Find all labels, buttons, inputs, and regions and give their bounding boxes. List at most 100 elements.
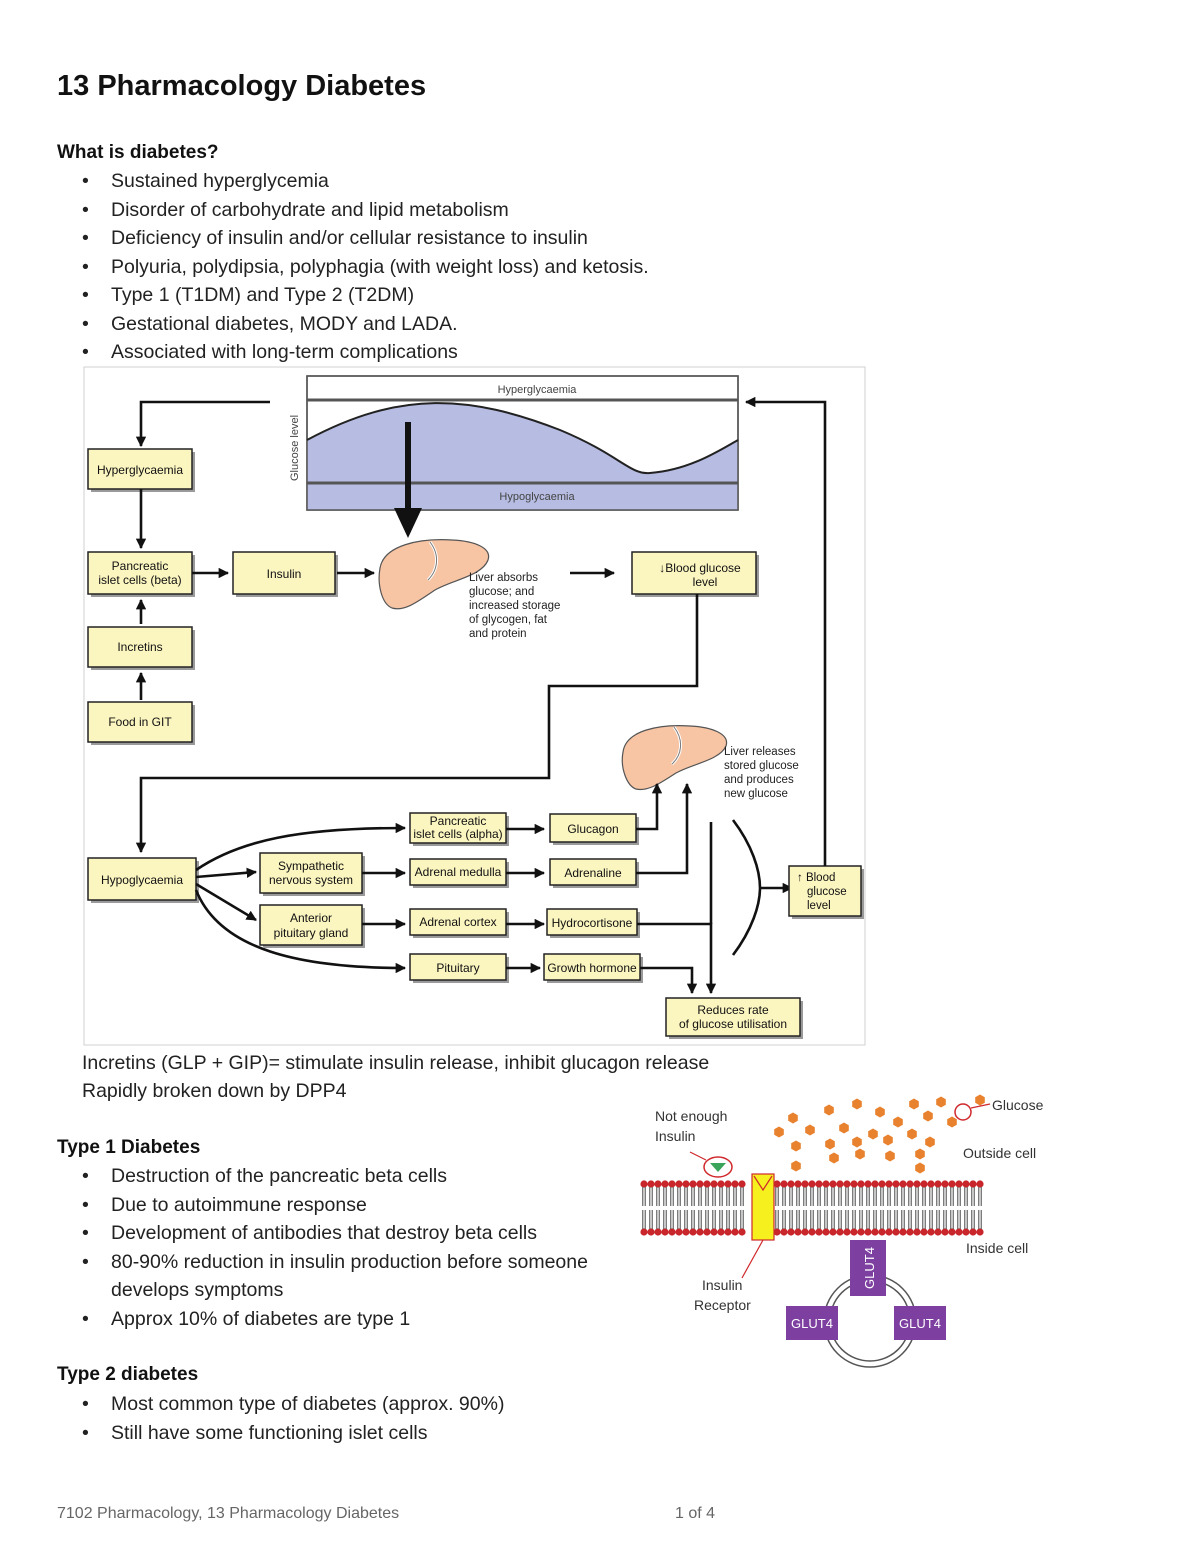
not-enough-insulin-label: Not enough Insulin	[655, 1108, 731, 1144]
graph-axis-label: Glucose level	[289, 415, 301, 481]
list-item: Associated with long-term complications	[80, 338, 649, 367]
glucose-molecule	[975, 1094, 985, 1106]
glucose-molecule	[907, 1128, 917, 1140]
anterior-pituitary-label: pituitary gland	[274, 926, 349, 940]
liver-releases-text: Liver releases stored glucose and produc…	[724, 746, 802, 800]
list-item: Gestational diabetes, MODY and LADA.	[80, 310, 649, 339]
insulin-label: Insulin	[267, 567, 302, 581]
list-item: Disorder of carbohydrate and lipid metab…	[80, 196, 649, 225]
blood-glucose-up-label: ↑ Blood glucose level	[797, 872, 850, 912]
glucose-molecule	[885, 1150, 895, 1162]
glucose-molecule	[774, 1126, 784, 1138]
liver-absorbs-text: Liver absorbs glucose; and increased sto…	[469, 572, 564, 640]
glucose-molecule	[852, 1136, 862, 1148]
pituitary-label: Pituitary	[436, 961, 479, 975]
glut4-transporter	[850, 1240, 886, 1296]
cell-membrane	[640, 1180, 984, 1236]
glucagon-label: Glucagon	[567, 822, 618, 836]
pancreatic-alpha-box	[409, 812, 507, 844]
incretins-note: Rapidly broken down by DPP4	[82, 1080, 347, 1102]
insulin-receptor-figure: Not enough Insulin Glucose Outside cell …	[640, 1094, 1044, 1368]
page-title: 13 Pharmacology Diabetes	[57, 70, 427, 102]
glucose-molecule	[791, 1160, 801, 1172]
glucose-molecule	[893, 1116, 903, 1128]
pancreatic-beta-label: Pancreatic	[112, 559, 169, 573]
list-item: Due to autoimmune response	[80, 1191, 600, 1220]
pancreatic-alpha-label: Pancreatic	[430, 814, 487, 828]
adrenaline-box	[549, 858, 637, 886]
list-item: Type 1 (T1DM) and Type 2 (T2DM)	[80, 281, 649, 310]
adrenal-medulla-label: Adrenal medulla	[415, 865, 502, 879]
insulin-receptor	[751, 1173, 775, 1241]
type2-list: Most common type of diabetes (approx. 90…	[80, 1390, 504, 1447]
list-item: Polyuria, polydipsia, polyphagia (with w…	[80, 253, 649, 282]
growth-hormone-label: Growth hormone	[547, 961, 637, 975]
glut4-label: GLUT4	[899, 1316, 941, 1331]
list-item: 80-90% reduction in insulin production b…	[80, 1248, 600, 1305]
glucose-molecule	[925, 1136, 935, 1148]
list-item: Sustained hyperglycemia	[80, 167, 649, 196]
hydrocortisone-label: Hydrocortisone	[552, 916, 633, 930]
glut4-transporter	[786, 1306, 838, 1340]
growth-hormone-box	[543, 953, 641, 981]
glucose-molecule	[839, 1122, 849, 1134]
glucose-molecule	[788, 1112, 798, 1124]
food-in-git-box	[87, 701, 193, 743]
food-in-git-label: Food in GIT	[108, 715, 172, 729]
glucose-molecule	[915, 1148, 925, 1160]
insulin-box	[232, 551, 336, 595]
reduces-rate-box	[665, 997, 801, 1037]
glucose-molecule	[868, 1128, 878, 1140]
glut4-transporter	[894, 1306, 946, 1340]
glucose-molecule	[805, 1124, 815, 1136]
footer-document-name: 7102 Pharmacology, 13 Pharmacology Diabe…	[57, 1505, 400, 1522]
liver-icon	[621, 725, 728, 791]
glucose-molecule	[791, 1140, 801, 1152]
hyperglycaemia-label: Hyperglycaemia	[97, 463, 183, 477]
pancreatic-beta-box	[87, 551, 193, 595]
blood-glucose-down-box	[631, 551, 757, 595]
glucose-molecule	[947, 1116, 957, 1128]
graph-bottom-label: Hypoglycaemia	[499, 491, 575, 503]
insulin-receptor-label: Insulin Receptor	[694, 1277, 751, 1313]
outside-cell-label: Outside cell	[963, 1145, 1036, 1161]
glucose-molecule	[852, 1098, 862, 1110]
glucose-molecule	[936, 1096, 946, 1108]
type1-heading: Type 1 Diabetes	[57, 1137, 201, 1158]
type1-list: Destruction of the pancreatic beta cells…	[80, 1162, 600, 1333]
pancreatic-beta-label: islet cells (beta)	[98, 573, 181, 587]
glucose-molecule	[915, 1162, 925, 1174]
blood-glucose-up-box	[788, 865, 862, 917]
glucose-label: Glucose	[992, 1097, 1044, 1113]
incretins-label: Incretins	[117, 640, 162, 654]
incretins-box	[87, 626, 193, 668]
glucagon-box	[549, 813, 637, 843]
blood-glucose-down-label: ↓Blood glucose	[659, 561, 741, 575]
glucose-molecules	[774, 1094, 985, 1174]
list-item: Most common type of diabetes (approx. 90…	[80, 1390, 504, 1419]
list-item: Deficiency of insulin and/or cellular re…	[80, 224, 649, 253]
insulin-icon	[710, 1163, 726, 1172]
sympathetic-box	[259, 852, 363, 894]
glucose-molecule	[923, 1110, 933, 1122]
anterior-pituitary-label: Anterior	[290, 911, 332, 925]
hydrocortisone-box	[546, 908, 638, 936]
hypoglycaemia-label: Hypoglycaemia	[101, 873, 183, 887]
list-item: Destruction of the pancreatic beta cells	[80, 1162, 600, 1191]
sympathetic-label: Sympathetic	[278, 859, 344, 873]
anterior-pituitary-box	[259, 904, 363, 946]
footer-page-number: 1 of 4	[675, 1505, 716, 1522]
sympathetic-label: nervous system	[269, 873, 353, 887]
adrenaline-label: Adrenaline	[564, 866, 622, 880]
hypoglycaemia-box	[87, 857, 197, 901]
type2-heading: Type 2 diabetes	[57, 1364, 199, 1385]
adrenal-cortex-box	[409, 908, 507, 936]
glucose-molecule	[909, 1098, 919, 1110]
graph-top-label: Hyperglycaemia	[498, 384, 578, 396]
glucose-molecule	[825, 1138, 835, 1150]
list-item: Still have some functioning islet cells	[80, 1419, 504, 1448]
pancreatic-alpha-label: islet cells (alpha)	[413, 827, 502, 841]
list-item: Approx 10% of diabetes are type 1	[80, 1305, 600, 1334]
pituitary-box	[409, 953, 507, 981]
inside-cell-label: Inside cell	[966, 1240, 1028, 1256]
